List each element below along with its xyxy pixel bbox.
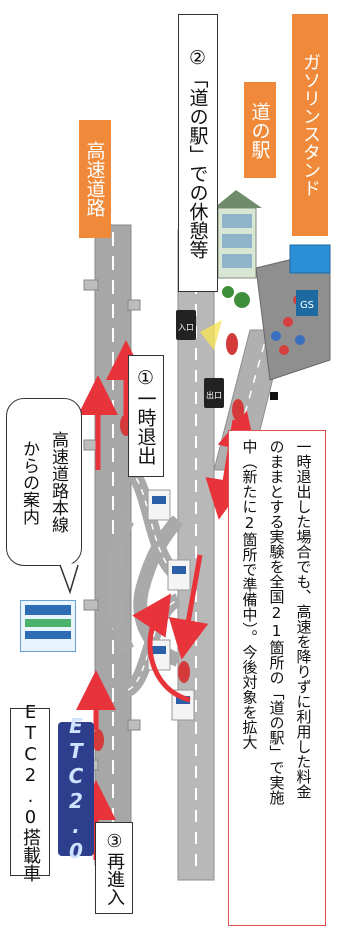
exit-sign: 出口 xyxy=(204,378,224,408)
note-line-1: 一時退出した場合でも、高速を降りずに利用した料金 xyxy=(294,439,313,799)
note-box: 一時退出した場合でも、高速を降りずに利用した料金 のままとする実験を全国21箇所… xyxy=(228,430,326,926)
svg-text:入口: 入口 xyxy=(178,323,194,332)
etc-logo-text: ETC2.0 xyxy=(64,714,88,864)
guidance-callout: 高速道路本線 からの案内 xyxy=(6,398,82,566)
entry-sign: 入口 xyxy=(176,310,196,340)
svg-text:GS: GS xyxy=(300,300,314,311)
gas-station-label: ガソリンスタンド xyxy=(292,14,328,236)
note-line-3: 中（新たに2箇所で準備中）。今後対象を拡大 xyxy=(240,439,259,750)
etc-vehicle-label: ETC2.0搭載車 xyxy=(10,702,50,882)
gas-station: GS xyxy=(289,244,331,316)
guidance-line-1: 高速道路本線 xyxy=(48,431,68,533)
michi-no-eki-building xyxy=(214,190,262,308)
temporary-exit-label: ①一時退出 xyxy=(128,355,164,477)
rest-stop-label: ②「道の駅」での休憩等 xyxy=(178,14,218,292)
guidance-line-2: からの案内 xyxy=(19,439,39,525)
guidance-signboard xyxy=(20,600,76,652)
parking-lot xyxy=(255,249,331,400)
highlight-triangle xyxy=(200,320,222,350)
michi-no-eki-label: 道の駅 xyxy=(244,82,276,178)
note-line-2: のままとする実験を全国21箇所の「道の駅」で実施 xyxy=(267,439,286,805)
reentry-label: ③再進入 xyxy=(95,822,133,914)
highway-label: 高速道路 xyxy=(79,120,111,238)
etc-logo: ETC2.0 xyxy=(58,714,94,864)
svg-text:出口: 出口 xyxy=(206,390,222,400)
